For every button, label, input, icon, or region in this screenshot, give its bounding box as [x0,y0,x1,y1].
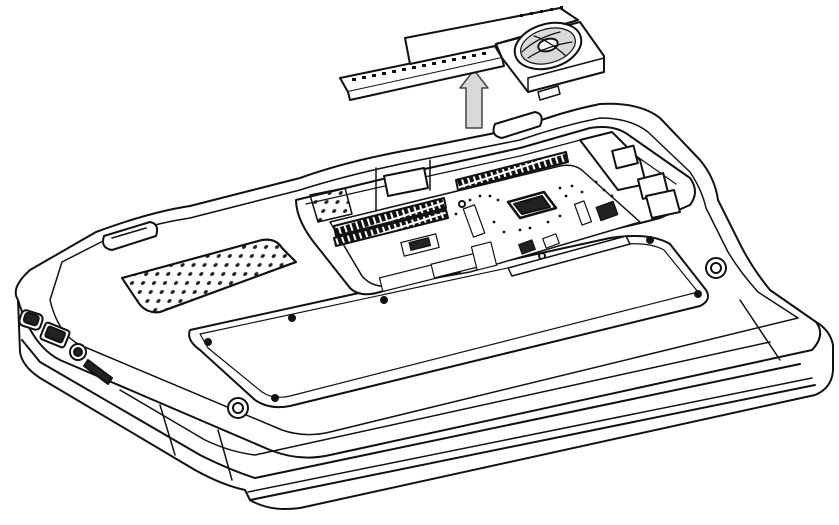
arrow-up-icon [459,69,489,129]
base-rim-inner [21,339,801,479]
laptop-base [14,102,834,510]
cable-slot [507,235,631,277]
cooling-fan-module [339,6,605,101]
lift-arrow [459,69,489,129]
base-rim-lower [249,384,816,501]
mainboard [329,151,641,293]
base-rim [17,299,834,510]
base-inner-contour [49,117,799,436]
ventilation-grille [121,238,297,314]
gpio-header-left [333,197,447,237]
side-ports [18,309,113,385]
rubber-feet [102,111,727,419]
fan-icon [513,21,583,71]
fan-connector [537,85,561,101]
gpio-header-top [455,151,569,191]
